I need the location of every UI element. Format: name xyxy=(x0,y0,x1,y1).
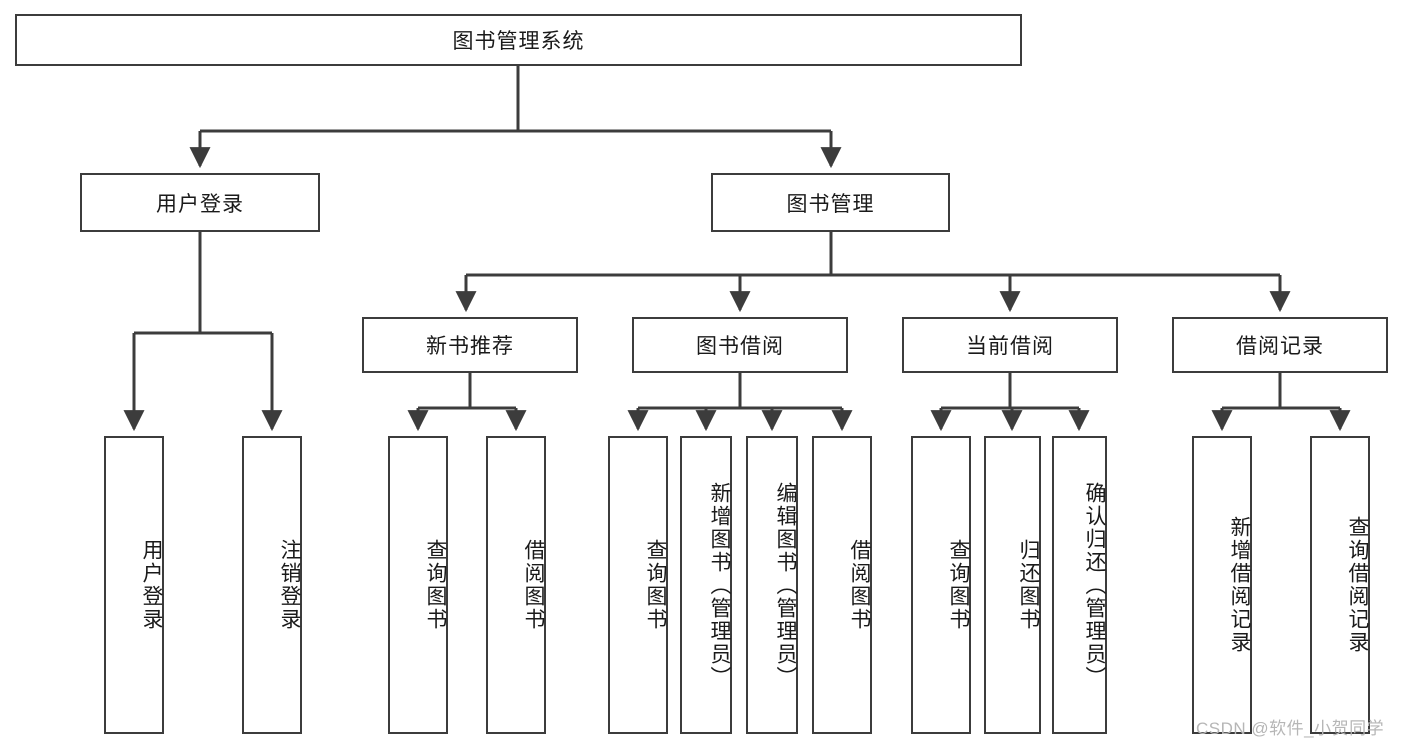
node-current-borrow[interactable]: 当前借阅 xyxy=(902,317,1118,373)
csdn-watermark: CSDN @软件_小贺同学 xyxy=(1196,719,1385,738)
wire-group-book-borrow xyxy=(627,373,853,432)
node-book-manage-label: 图书管理 xyxy=(786,192,875,216)
node-user-login-label: 用户登录 xyxy=(156,192,244,216)
node-leaf-query-book-2-label: 查询图书 xyxy=(644,539,667,631)
node-leaf-add-book[interactable]: 新增图书（管理员） xyxy=(680,436,732,734)
node-leaf-query-book-3[interactable]: 查询图书 xyxy=(911,436,971,734)
node-leaf-borrow-book-2[interactable]: 借阅图书 xyxy=(812,436,872,734)
node-leaf-query-book-3-label: 查询图书 xyxy=(947,539,970,631)
node-leaf-borrow-book-1[interactable]: 借阅图书 xyxy=(486,436,546,734)
node-borrow-record[interactable]: 借阅记录 xyxy=(1172,317,1388,373)
node-book-manage[interactable]: 图书管理 xyxy=(711,173,950,232)
node-leaf-query-borrow-record-label: 查询借阅记录 xyxy=(1346,516,1369,654)
wire-group-borrow-record xyxy=(1211,373,1351,432)
node-leaf-user-logout-label: 注销登录 xyxy=(278,539,301,631)
node-leaf-return-book-label: 归还图书 xyxy=(1017,539,1040,631)
node-leaf-query-book-1[interactable]: 查询图书 xyxy=(388,436,448,734)
node-leaf-add-borrow-record-label: 新增借阅记录 xyxy=(1228,516,1251,654)
node-book-borrow-label: 图书借阅 xyxy=(696,335,784,358)
node-leaf-user-logout[interactable]: 注销登录 xyxy=(242,436,302,734)
wire-group-book-manage xyxy=(455,232,1291,313)
node-new-book-recommend[interactable]: 新书推荐 xyxy=(362,317,578,373)
node-leaf-user-login-label: 用户登录 xyxy=(140,539,163,631)
node-leaf-query-borrow-record[interactable]: 查询借阅记录 xyxy=(1310,436,1370,734)
wire-group-new-book-recommend xyxy=(407,373,527,432)
node-current-borrow-label: 当前借阅 xyxy=(966,335,1054,358)
node-leaf-query-book-2[interactable]: 查询图书 xyxy=(608,436,668,734)
node-leaf-confirm-return-label: 确认归还（管理员） xyxy=(1083,481,1106,689)
node-leaf-user-login[interactable]: 用户登录 xyxy=(104,436,164,734)
node-leaf-edit-book[interactable]: 编辑图书（管理员） xyxy=(746,436,798,734)
node-new-book-recommend-label: 新书推荐 xyxy=(426,335,514,358)
node-leaf-borrow-book-1-label: 借阅图书 xyxy=(522,539,545,631)
node-leaf-borrow-book-2-label: 借阅图书 xyxy=(848,539,871,631)
wire-group-user-login xyxy=(123,232,283,432)
node-leaf-add-borrow-record[interactable]: 新增借阅记录 xyxy=(1192,436,1252,734)
node-leaf-confirm-return[interactable]: 确认归还（管理员） xyxy=(1052,436,1107,734)
node-root[interactable]: 图书管理系统 xyxy=(15,14,1022,66)
node-leaf-query-book-1-label: 查询图书 xyxy=(424,539,447,631)
node-leaf-add-book-label: 新增图书（管理员） xyxy=(708,481,731,689)
wire-group-root xyxy=(189,66,842,169)
node-book-borrow[interactable]: 图书借阅 xyxy=(632,317,848,373)
node-leaf-return-book[interactable]: 归还图书 xyxy=(984,436,1041,734)
node-leaf-edit-book-label: 编辑图书（管理员） xyxy=(774,481,797,689)
node-borrow-record-label: 借阅记录 xyxy=(1236,335,1324,358)
wire-group-current-borrow xyxy=(930,373,1090,432)
node-user-login[interactable]: 用户登录 xyxy=(80,173,320,232)
node-root-label: 图书管理系统 xyxy=(452,30,585,53)
